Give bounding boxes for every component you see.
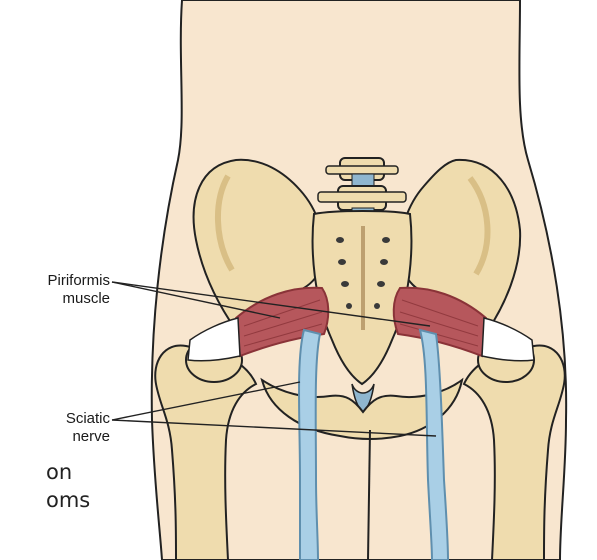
background-text-line1: on: [46, 458, 90, 486]
sciatic-label-line1: Sciatic: [28, 410, 110, 428]
background-text: on oms: [46, 458, 90, 514]
piriformis-label-line1: Piriformis: [28, 272, 110, 290]
sciatic-label: Sciatic nerve: [28, 410, 110, 446]
piriformis-label: Piriformis muscle: [28, 272, 110, 308]
piriformis-label-line2: muscle: [28, 290, 110, 308]
background-text-line2: oms: [46, 486, 90, 514]
sciatic-label-line2: nerve: [28, 428, 110, 446]
